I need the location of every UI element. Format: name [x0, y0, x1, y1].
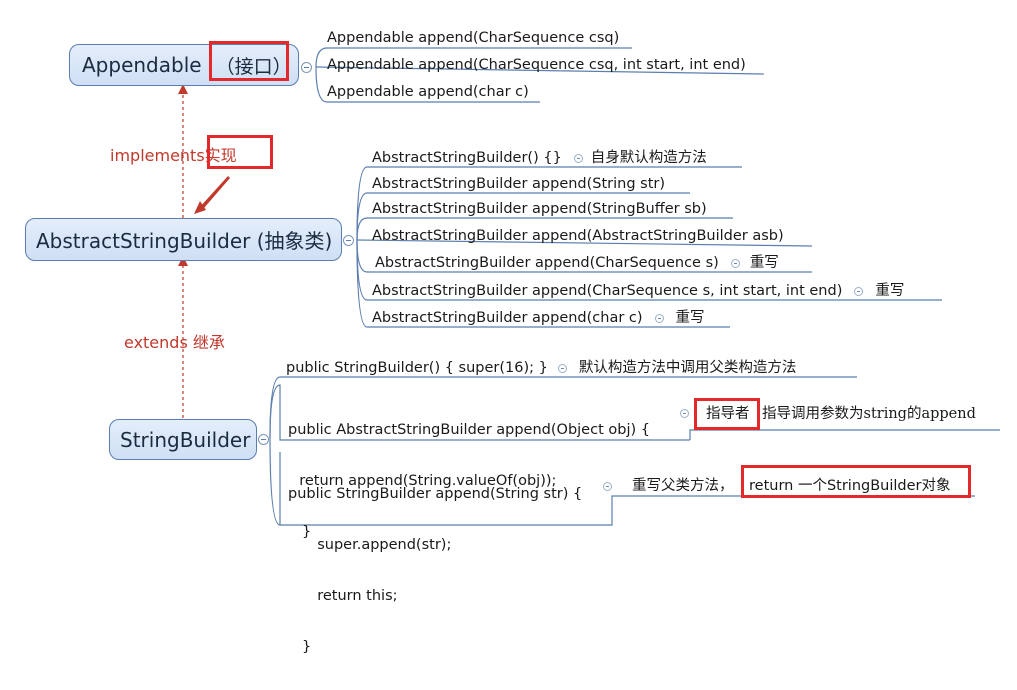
branch-line: [356, 239, 730, 328]
abstract-string-builder-node[interactable]: AbstractStringBuilder (抽象类): [25, 218, 342, 261]
pointer-arrow: [196, 176, 230, 213]
pointer-arrow-head: [194, 201, 206, 214]
arrow-head: [178, 256, 188, 266]
implements-zh: 实现: [204, 146, 237, 165]
append-obj-code: public AbstractStringBuilder append(Obje…: [288, 422, 650, 540]
director-note: 指导调用参数为string的append: [762, 406, 976, 422]
override-note: 重写父类方法，: [632, 478, 734, 494]
abstract-method: AbstractStringBuilder append(CharSequenc…: [375, 255, 779, 271]
implements-keyword: implements: [110, 146, 205, 165]
branch-line: [315, 66, 540, 103]
director-tag: 指导者: [706, 406, 750, 422]
branch-line: [356, 217, 733, 241]
branch-line: [315, 66, 765, 75]
string-builder-node[interactable]: StringBuilder: [109, 419, 257, 460]
highlight-box: [694, 398, 760, 430]
minus-icon: [680, 409, 689, 418]
abstract-method: AbstractStringBuilder append(AbstractStr…: [372, 228, 784, 244]
builder-ctor: public StringBuilder() { super(16); }默认构…: [286, 360, 797, 376]
append-str-code: public StringBuilder append(String str) …: [288, 486, 583, 655]
collapse-toggle[interactable]: [258, 434, 269, 445]
extends-keyword: extends: [124, 333, 188, 352]
collapse-toggle[interactable]: [343, 235, 354, 246]
branch-line: [269, 384, 690, 441]
highlight-box: [741, 465, 971, 498]
appendable-method: Appendable append(CharSequence csq): [327, 30, 620, 46]
abstract-method: AbstractStringBuilder append(char c)重写: [372, 310, 705, 326]
branch-line: [315, 47, 632, 68]
appendable-tag: （接口）: [215, 55, 292, 78]
appendable-method: Appendable append(CharSequence csq, int …: [327, 57, 746, 73]
abstract-string-builder-label: AbstractStringBuilder (抽象类): [36, 229, 333, 253]
abstract-method: AbstractStringBuilder append(StringBuffe…: [372, 201, 707, 217]
extends-zh: 继承: [192, 333, 225, 352]
minus-icon: [603, 482, 612, 491]
arrow-head: [178, 84, 188, 94]
abstract-method: AbstractStringBuilder append(CharSequenc…: [372, 283, 905, 299]
abstract-method: AbstractStringBuilder() {}自身默认构造方法: [372, 150, 707, 166]
override-note-return: return 一个StringBuilder对象: [749, 478, 951, 494]
highlight-box: [207, 135, 273, 169]
branch-line: [689, 429, 1000, 440]
branch-line: [356, 239, 813, 247]
branch-line: [269, 437, 975, 526]
extends-label: extends 继承: [124, 329, 225, 353]
mind-map: Appendable （接口） Appendable append(CharSe…: [25, 30, 1000, 655]
appendable-label: Appendable: [82, 53, 202, 77]
abstract-method: AbstractStringBuilder append(String str): [372, 176, 666, 192]
collapse-toggle[interactable]: [301, 62, 312, 73]
appendable-method: Appendable append(char c): [327, 84, 529, 100]
implements-label: implements实现: [110, 142, 237, 166]
string-builder-label: StringBuilder: [120, 427, 251, 452]
connector-lines: [178, 47, 1000, 526]
highlight-box: [209, 41, 289, 81]
